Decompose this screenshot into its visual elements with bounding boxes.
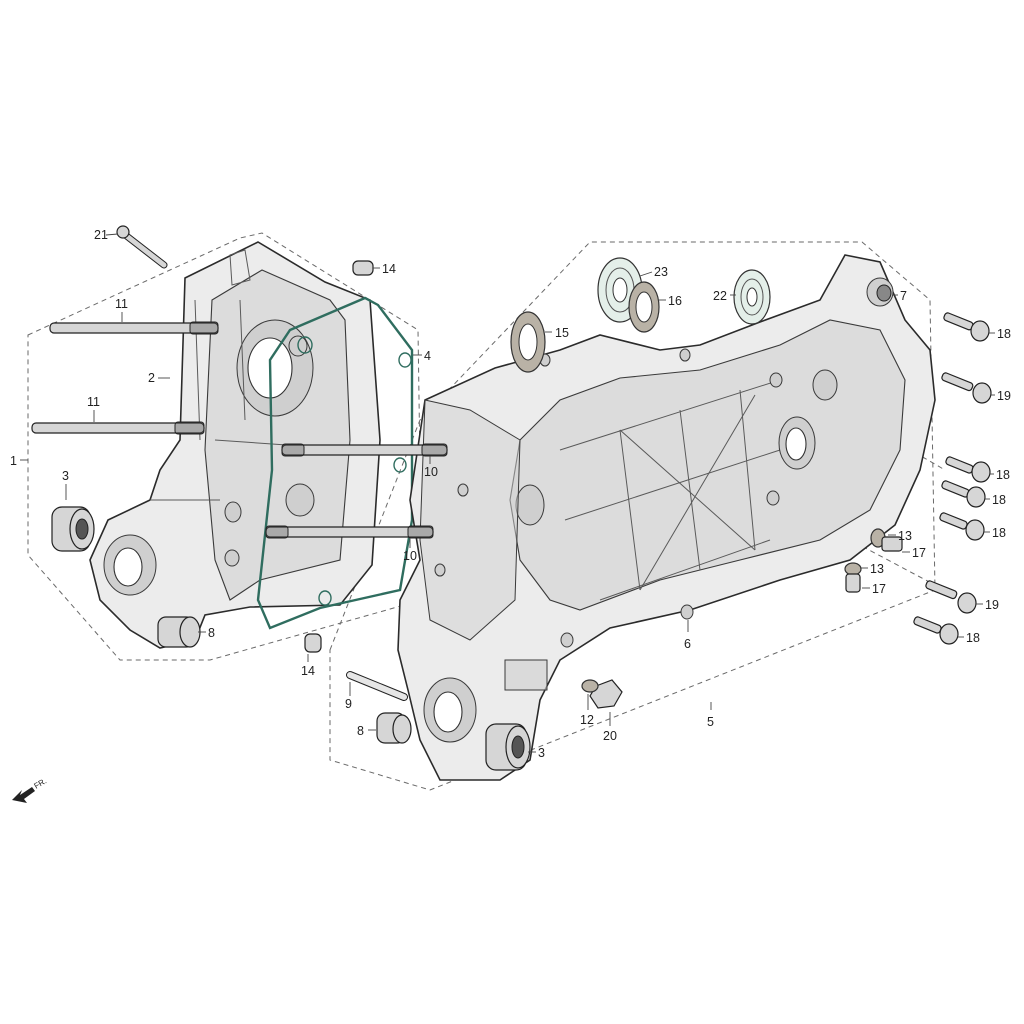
pin-9 [346,671,408,701]
flange-bolt-19-2 [925,580,977,614]
stud-11-upper [49,321,219,335]
front-direction-label: FR. [33,776,49,790]
flange-bolt-18-5 [913,616,959,645]
flange-bolt-18-3 [941,480,986,508]
callout-5: 5 [707,715,714,729]
callout-9: 9 [345,697,352,711]
callout-10-upper: 10 [424,465,438,479]
flange-bolt-18-2 [945,456,991,483]
front-arrow-icon [12,787,35,803]
callout-1: 1 [10,454,17,468]
callout-18-5: 18 [966,631,980,645]
callout-6: 6 [684,637,691,651]
callout-3-left: 3 [62,469,69,483]
callout-15: 15 [555,326,569,340]
flange-bolt-18-4 [939,512,985,541]
drain-bolt-20 [581,679,623,709]
callout-17-lower: 17 [872,582,886,596]
callout-19-1: 19 [997,389,1011,403]
crankcase-gasket [256,296,414,630]
callout-21: 21 [94,228,108,242]
callout-8-right: 8 [357,724,364,738]
dowel-14-upper [352,260,374,276]
stud-10-upper [281,443,448,457]
callout-7: 7 [900,289,907,303]
stud-10-lower [265,525,434,539]
dowel-14-lower [304,633,322,653]
callout-18-2: 18 [996,468,1010,482]
stud-bolts [31,225,448,701]
flange-bolt-19-1 [941,372,992,404]
callout-4: 4 [424,349,431,363]
callout-19-2: 19 [985,598,999,612]
right-group-boundary [329,241,936,791]
callout-11-lower: 11 [87,395,100,409]
flange-bolts [913,312,992,645]
collar-8-right [376,712,412,744]
callout-14-upper: 14 [382,262,396,276]
bolt-21 [116,225,168,269]
washer-13-upper [870,528,903,552]
bushing-3-right [485,723,531,771]
left-crankcase [89,241,381,649]
callout-20: 20 [603,729,617,743]
callout-3-right: 3 [538,746,545,760]
flange-bolt-18-1 [943,312,990,342]
callout-23: 23 [654,265,668,279]
callout-17-upper: 17 [912,546,926,560]
oil-seal-16 [628,281,660,333]
callout-12: 12 [580,713,594,727]
callout-8-left: 8 [208,626,215,640]
callout-22: 22 [713,289,727,303]
small-parts [51,260,903,771]
callout-14-lower: 14 [301,664,315,678]
callout-13-upper: 13 [898,529,912,543]
leader-lines [20,233,995,753]
right-case-bolt-holes [434,348,783,648]
callout-11-upper: 11 [115,297,128,311]
right-crankcase [397,254,936,781]
callout-18-4: 18 [992,526,1006,540]
callout-labels: 21 14 11 2 4 11 1 10 10 3 8 14 23 16 22 … [10,228,1011,760]
washer-13-lower [844,562,862,593]
front-direction-marker: FR. [12,776,48,803]
bearing-22 [733,269,771,325]
oil-seal-15 [510,311,546,373]
callout-16: 16 [668,294,682,308]
callout-18-1: 18 [997,327,1011,341]
callout-2: 2 [148,371,155,385]
callout-10-lower: 10 [403,549,417,563]
stud-11-lower [31,421,205,435]
collar-8-left [157,616,201,648]
callout-18-3: 18 [992,493,1006,507]
bushing-3-left [51,506,95,552]
callout-13-lower: 13 [870,562,884,576]
